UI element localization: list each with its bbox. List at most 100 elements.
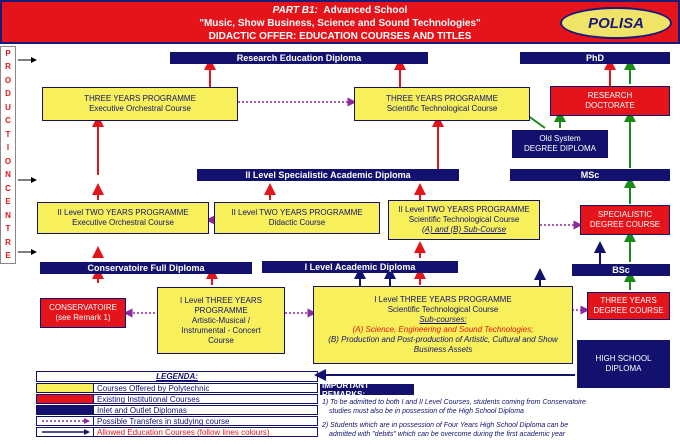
box-line: THREE YEARS PROGRAMME (386, 94, 498, 103)
i-level-artistic-box: I Level THREE YEARS PROGRAMME Artistic-M… (157, 287, 285, 354)
remark-1: 1) To be admitted to both I and II Level… (322, 398, 678, 416)
three-years-scientific-box: THREE YEARS PROGRAMME Scientific Technol… (354, 87, 530, 121)
three-years-executive-box: THREE YEARS PROGRAMME Executive Orchestr… (42, 87, 238, 121)
box-line: DEGREE COURSE (593, 306, 664, 315)
dotted-arrow-swatch (37, 417, 94, 425)
box-line: II Level TWO YEARS PROGRAMME (231, 208, 363, 217)
sidebar-letter: T (5, 129, 11, 139)
box-line: Scientific Technological Course (408, 215, 520, 224)
legend-title: LEGENDA: (36, 371, 318, 382)
school-subtitle: "Music, Show Business, Science and Sound… (199, 18, 481, 29)
part-label: PART B1: (272, 5, 318, 16)
legend-label: Allowed Education Courses (follow lines … (97, 427, 270, 437)
box-line: Scientific Technological Course (386, 104, 498, 113)
box-line: PROGRAMME (194, 305, 248, 315)
sidebar-letter: O (4, 156, 12, 166)
academic-diploma-bar: I Level Academic Diploma (262, 261, 458, 273)
box-line: Old System (539, 134, 581, 143)
arrow-icon (42, 429, 90, 435)
legend-item: Existing Institutional Courses (36, 394, 318, 404)
box-line: I Level THREE YEARS PROGRAMME (374, 295, 512, 304)
box-line: DEGREE DIPLOMA (523, 144, 596, 153)
box-line: Executive Orchestral Course (72, 218, 174, 227)
sidebar-letter: C (5, 183, 11, 193)
red-swatch (37, 395, 94, 403)
three-years-degree-box: THREE YEARS DEGREE COURSE (587, 292, 670, 320)
box-line: DIPLOMA (605, 364, 642, 373)
high-school-diploma-box: HIGH SCHOOL DIPLOMA (577, 340, 670, 388)
specialistic-diploma-bar: II Level Specialistic Academic Diploma (197, 169, 459, 181)
remark-line: admitted with "debits" which can be over… (329, 431, 566, 438)
arrow-swatch (37, 428, 94, 436)
sidebar-letter: U (5, 102, 11, 112)
legend-label: Possible Transfers in studying course (97, 416, 230, 426)
two-years-didactic-box: II Level TWO YEARS PROGRAMME Didactic Co… (214, 202, 380, 234)
two-years-scientific-box: II Level TWO YEARS PROGRAMME Scientific … (388, 200, 540, 240)
box-line: Instrumental - Concert (181, 325, 261, 335)
sidebar-letter: O (4, 75, 12, 85)
box-line: I Level THREE YEARS (180, 295, 262, 305)
box-line: (B) Production and Post-production of Ar… (328, 335, 558, 354)
box-line: Scientific Technological Course (387, 305, 499, 314)
remark-2: 2) Students which are in possession of F… (322, 421, 678, 439)
box-line: THREE YEARS (600, 296, 657, 305)
sidebar-letter: I (6, 143, 10, 153)
box-line: Executive Orchestral Course (89, 104, 191, 113)
sidebar-letter: P (5, 48, 11, 58)
production-centre-sidebar: P R O D U C T I O N C E N T R E (0, 46, 16, 264)
box-line: SPECIALISTIC (597, 210, 653, 219)
msc-bar: MSc (510, 169, 670, 181)
school-name: Advanced School (323, 5, 408, 16)
dotted-arrow-icon (42, 418, 90, 424)
remark-line: 2) Students which are in possession of F… (322, 422, 569, 429)
remarks-title: IMPORTANT REMARKS: (320, 381, 414, 399)
box-line: (A) Science, Engineering and Sound Techn… (352, 325, 534, 334)
box-line: DEGREE COURSE (589, 220, 661, 229)
remark-line: studies must also be in possession of th… (329, 408, 524, 415)
bsc-bar: BSc (572, 264, 670, 276)
box-line: Didactic Course (268, 218, 326, 227)
specialistic-degree-box: SPECIALISTIC DEGREE COURSE (580, 205, 670, 235)
box-line: RESEARCH (587, 91, 633, 100)
research-doctorate-box: RESEARCH DOCTORATE (550, 86, 670, 116)
remark-line: 1) To be admitted to both I and II Level… (322, 399, 586, 406)
legend-item: Inlet and Outlet Diplomas (36, 405, 318, 415)
sidebar-letter: N (5, 210, 11, 220)
legend-item: Allowed Education Courses (follow lines … (36, 427, 318, 437)
legend-item: Possible Transfers in studying course (36, 416, 318, 426)
sidebar-letter: C (5, 116, 11, 126)
box-line: (see Remark 1) (55, 313, 111, 322)
box-line: II Level TWO YEARS PROGRAMME (57, 208, 189, 217)
phd-bar: PhD (520, 52, 670, 64)
box-line: Course (208, 335, 234, 345)
two-years-executive-box: II Level TWO YEARS PROGRAMME Executive O… (37, 202, 209, 234)
box-line: Artistic-Musical / (191, 315, 251, 325)
navy-swatch (37, 406, 94, 414)
conservatoire-diploma-bar: Conservatoire Full Diploma (40, 262, 252, 274)
legend-label: Courses Offered by Polytechnic (97, 383, 210, 393)
box-line: (A) and (B) Sub-Course (421, 225, 507, 234)
legend-label: Existing Institutional Courses (97, 394, 200, 404)
sidebar-letter: E (5, 197, 11, 207)
legend-label: Inlet and Outlet Diplomas (97, 405, 187, 415)
research-education-diploma-bar: Research Education Diploma (170, 52, 428, 64)
sidebar-letter: E (5, 251, 11, 261)
box-line: THREE YEARS PROGRAMME (84, 94, 196, 103)
box-line: CONSERVATOIRE (49, 303, 117, 312)
box-line: DOCTORATE (585, 101, 635, 110)
yellow-swatch (37, 384, 94, 392)
old-system-diploma-box: Old System DEGREE DIPLOMA (512, 130, 608, 158)
sidebar-letter: R (5, 237, 11, 247)
box-line: II Level TWO YEARS PROGRAMME (398, 205, 530, 214)
conservatoire-box: CONSERVATOIRE (see Remark 1) (40, 298, 126, 328)
sidebar-letter: T (5, 224, 11, 234)
i-level-scientific-box: I Level THREE YEARS PROGRAMME Scientific… (313, 286, 573, 364)
box-line: Sub-courses: (419, 315, 467, 324)
legend-item: Courses Offered by Polytechnic (36, 383, 318, 393)
sidebar-letter: N (5, 170, 11, 180)
polisa-logo: POLISA (560, 7, 672, 39)
box-line: HIGH SCHOOL (595, 354, 652, 363)
didactic-offer-title: DIDACTIC OFFER: EDUCATION COURSES AND TI… (208, 31, 472, 42)
sidebar-letter: R (5, 62, 11, 72)
sidebar-letter: D (5, 89, 11, 99)
